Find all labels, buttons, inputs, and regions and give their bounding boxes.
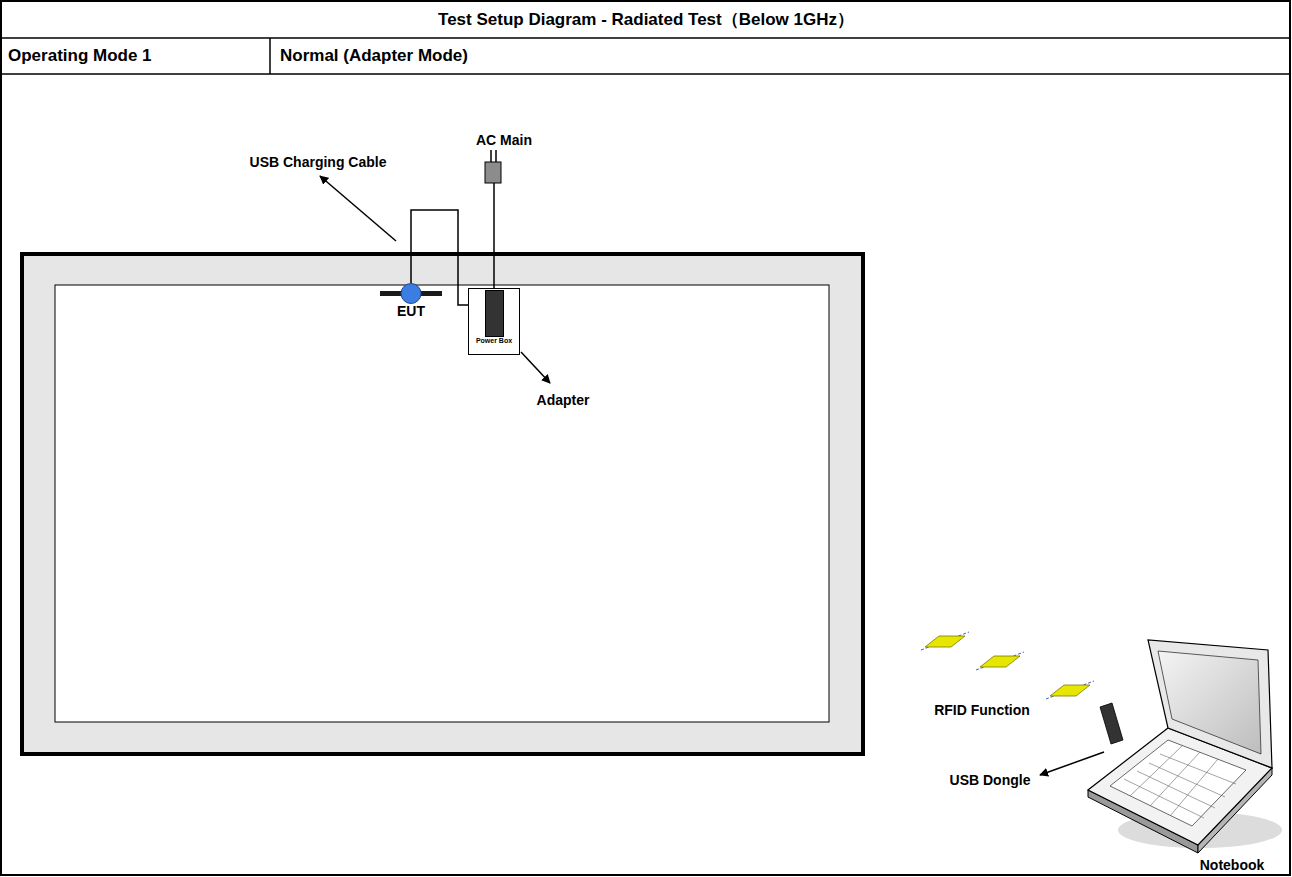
plug-prong	[490, 150, 492, 162]
notebook-figure	[1088, 640, 1282, 853]
leader-arrow	[320, 176, 396, 241]
part-label: Notebook	[1200, 857, 1265, 873]
table-cell: Normal (Adapter Mode)	[280, 38, 468, 74]
part-label: RFID Function	[934, 702, 1030, 718]
table-cell: Operating Mode 1	[8, 38, 152, 74]
adapter-block	[485, 290, 504, 337]
eut-disc	[401, 284, 421, 304]
table-rule	[1, 73, 1290, 75]
node-label: EUT	[378, 304, 444, 319]
leader-arrow	[1040, 752, 1104, 775]
node-label: Power Box	[469, 337, 519, 344]
ac-plug	[485, 162, 501, 183]
eut-symbol	[378, 283, 444, 304]
part-label: USB Charging Cable	[250, 154, 387, 170]
table-top	[55, 285, 829, 722]
rfid-wave	[1046, 681, 1094, 699]
power-box: Power Box	[468, 288, 520, 355]
plug-prong	[495, 150, 497, 162]
eut-device: EUT	[378, 283, 444, 319]
rfid-wave	[976, 652, 1024, 670]
part-label: Adapter	[537, 392, 590, 408]
table-divider	[269, 38, 271, 74]
table-rule	[1, 37, 1290, 39]
mains-cord	[493, 183, 495, 289]
turntable	[22, 254, 863, 754]
diagram-title: Test Setup Diagram - Radiated Test（Below…	[0, 0, 1292, 38]
leader-arrow	[521, 352, 550, 383]
part-label: USB Dongle	[950, 772, 1031, 788]
part-label: AC Main	[476, 132, 532, 148]
rfid-wave	[921, 632, 969, 650]
